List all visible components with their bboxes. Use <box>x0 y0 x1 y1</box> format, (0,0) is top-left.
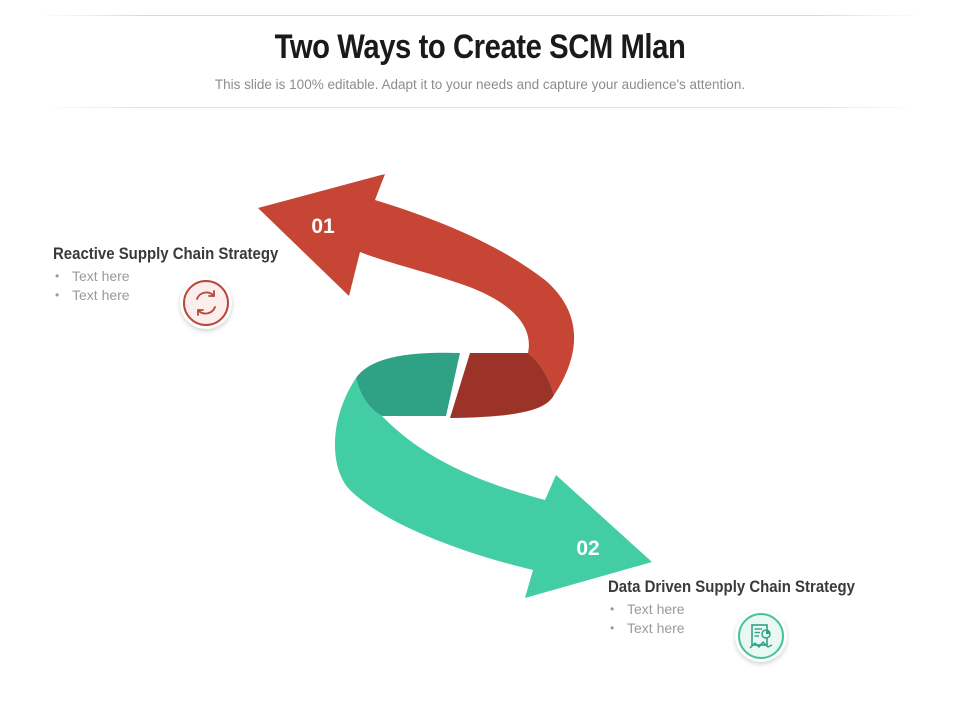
step-01-bullet-list: Text here Text here <box>53 267 309 305</box>
step-01-bullet: Text here <box>53 286 309 305</box>
refresh-cycle-icon <box>196 290 216 316</box>
arrow-02-fold <box>356 352 460 416</box>
step-02-bullet: Text here <box>608 600 889 619</box>
arrow-02 <box>334 378 652 598</box>
step-number-01: 01 <box>311 215 335 238</box>
step-number-02: 02 <box>576 537 599 560</box>
step-01-icon-badge <box>180 277 232 329</box>
arrow-01 <box>258 174 575 395</box>
step-01-heading: Reactive Supply Chain Strategy <box>53 244 279 263</box>
step-02-bullet: Text here <box>608 619 889 638</box>
step-02-heading: Data Driven Supply Chain Strategy <box>608 577 855 596</box>
step-02-icon-badge <box>735 610 787 662</box>
step-01-bullet: Text here <box>53 267 309 286</box>
step-01-block: Reactive Supply Chain Strategy Text here… <box>53 244 309 305</box>
header-top-divider <box>40 15 920 16</box>
report-chart-icon <box>749 624 773 649</box>
step-02-block: Data Driven Supply Chain Strategy Text h… <box>608 577 889 638</box>
page-title: Two Ways to Create SCM Mlan <box>274 28 686 66</box>
page-subtitle: This slide is 100% editable. Adapt it to… <box>214 77 746 92</box>
arrow-01-fold <box>450 353 554 418</box>
step-02-bullet-list: Text here Text here <box>608 600 889 638</box>
header-bottom-divider <box>40 107 920 108</box>
